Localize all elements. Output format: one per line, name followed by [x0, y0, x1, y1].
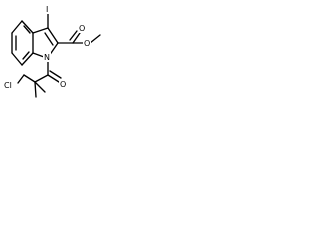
ester-carbonyl-oxygen-label-bg — [78, 23, 86, 33]
bond-c6-c7 — [11, 52, 23, 66]
bond-c3a-c3 — [32, 27, 49, 34]
bond-c4-c5 — [11, 20, 23, 34]
bond-acyl-carbon-o-double-a — [47, 74, 60, 83]
amide-oxygen-label-bg — [59, 79, 67, 89]
bond-ch2-cl — [17, 74, 25, 84]
ester-ether-oxygen-label-bg — [83, 38, 91, 48]
bond-quaternary-methyl-2 — [34, 81, 37, 98]
bond-c3-c2-double — [44, 32, 54, 46]
bond-benzene-inner-2 — [23, 25, 31, 34]
bond-c3a-c4 — [21, 20, 34, 34]
indole-nitrogen-label-bg — [43, 52, 51, 62]
bond-c3-c2 — [47, 27, 59, 44]
bond-benzene-inner-3 — [22, 51, 30, 60]
structure-canvas: I O O N O Cl — [3, 4, 101, 98]
bond-quaternary-ch2 — [23, 74, 36, 83]
bond-acyl-carbon-o-double-b — [49, 70, 62, 79]
amide-oxygen-label: O — [60, 80, 66, 89]
bond-ester-carbon-o-double-b — [69, 30, 78, 41]
ester-carbonyl-oxygen-label: O — [79, 24, 85, 33]
bond-n1-c7a — [32, 52, 45, 58]
bond-ester-o-methyl — [89, 34, 101, 44]
chlorine-label-bg — [3, 80, 16, 90]
bond-quaternary-methyl-1 — [34, 81, 46, 93]
indole-nitrogen-label: N — [44, 53, 50, 62]
bond-ester-carbon-o-double-a — [72, 32, 81, 44]
iodine-label: I — [46, 5, 48, 14]
chlorine-label: Cl — [4, 81, 12, 90]
bond-c7-c7a — [21, 52, 34, 66]
iodine-label-bg — [45, 4, 52, 14]
molecule-diagram: I O O N O Cl — [0, 0, 117, 107]
bond-acyl-carbon-quaternary — [34, 74, 49, 83]
ester-ether-oxygen-label: O — [84, 39, 90, 48]
